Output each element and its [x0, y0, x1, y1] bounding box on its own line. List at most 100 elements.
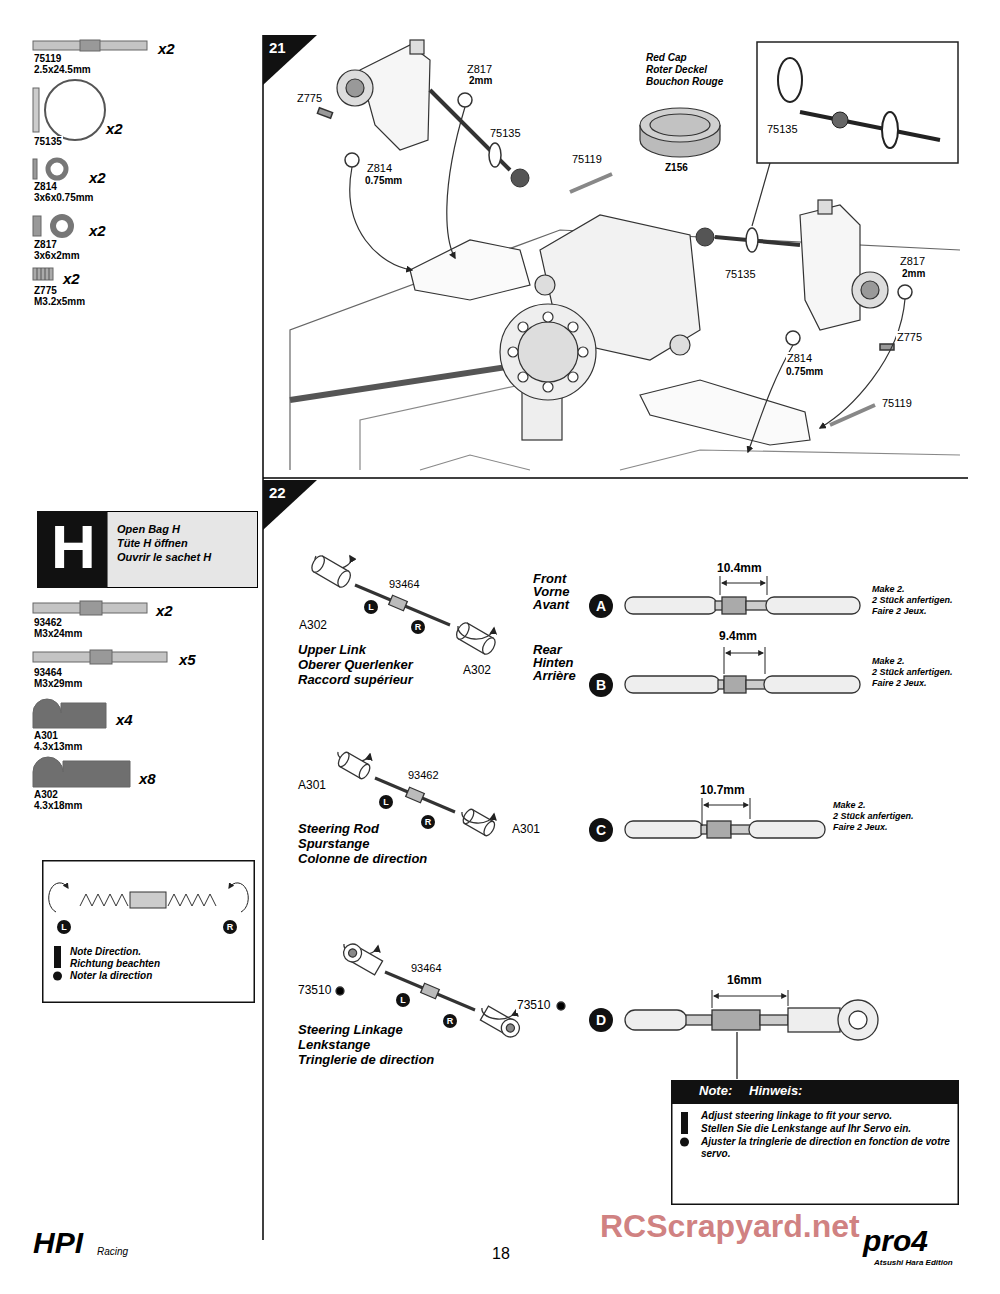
part-label: A302	[462, 664, 492, 678]
step-badge-shape	[263, 35, 317, 85]
exploded-rod	[355, 585, 450, 625]
assembled-rod	[625, 676, 720, 693]
assembled-rod	[749, 821, 825, 838]
exploded-rod	[336, 751, 351, 769]
part-label: 2 Stück anfertigen.	[871, 595, 954, 605]
direction-badge: L	[364, 600, 378, 614]
part-label: x2	[157, 40, 176, 57]
part-label: 0.75mm	[785, 366, 824, 378]
part-label: Bouchon Rouge	[645, 76, 724, 88]
chassis-drawing	[568, 322, 578, 332]
exploded-rod	[335, 569, 353, 590]
callout-letter-shape	[589, 673, 613, 697]
callout-letter: B	[589, 673, 613, 697]
step-badge: 22	[263, 480, 317, 530]
exploded-rod	[336, 987, 344, 995]
node-text: H	[51, 511, 96, 582]
part-label: A301	[511, 823, 541, 837]
direction-badge-shape	[379, 795, 393, 809]
part-label: Roter Deckel	[645, 64, 708, 76]
part-label: x2	[62, 270, 81, 287]
part-label: 93464	[388, 578, 421, 591]
node-text: Note Direction.	[70, 946, 141, 958]
part-label: Make 2.	[832, 800, 867, 810]
note-box-shape	[681, 1112, 688, 1134]
step-badge: 21	[263, 35, 317, 85]
part-icon	[33, 88, 39, 132]
part-label: 9.4mm	[718, 630, 758, 644]
exploded-rod	[454, 621, 498, 657]
chassis-drawing	[500, 304, 596, 400]
part-icon	[33, 216, 41, 236]
drive-shaft	[570, 174, 612, 192]
part-label: x2	[155, 602, 174, 619]
node-text: Stellen Sie die Lenkstange auf Ihr Servo…	[701, 1123, 951, 1135]
leader-line	[447, 107, 465, 258]
direction-badge-shape	[443, 1014, 457, 1028]
assembled-rod	[707, 821, 731, 838]
part-label: 93462	[33, 617, 63, 629]
direction-badge: R	[223, 920, 237, 934]
small-parts	[317, 108, 332, 118]
node-text: A	[589, 594, 613, 618]
part-icon	[90, 650, 112, 664]
assembled-rod	[849, 1011, 867, 1029]
part-icon	[33, 757, 130, 787]
dimension-line	[722, 583, 765, 584]
part-label: Z817	[466, 63, 493, 76]
part-label: 93464	[33, 667, 63, 679]
watermark: RCScrapyard.net	[600, 1208, 860, 1245]
direction-badge-shape	[364, 600, 378, 614]
dimension-line	[702, 798, 750, 826]
part-label: Make 2.	[871, 656, 906, 666]
part-label: Oberer Querlenker	[297, 658, 414, 673]
part-label: Z817	[33, 239, 58, 251]
note-box-shape	[54, 946, 61, 968]
part-label: Arrière	[532, 669, 577, 684]
part-label: Z775	[296, 92, 323, 105]
part-label: 75135	[489, 127, 522, 140]
note-box-shape	[229, 883, 248, 912]
part-icon	[48, 160, 66, 178]
note-box-shape	[80, 894, 128, 906]
part-label: 75119	[571, 153, 603, 166]
red-cap	[640, 108, 720, 157]
red-cap	[650, 114, 710, 136]
part-label: Steering Linkage	[297, 1023, 404, 1038]
exploded-rod	[375, 778, 455, 812]
direction-badge-shape	[223, 920, 237, 934]
exploded-rod	[347, 948, 358, 959]
exploded-rod	[389, 595, 408, 610]
chassis-drawing	[543, 312, 553, 322]
part-label: 18	[491, 1245, 511, 1263]
node-text: Ajuster la tringlerie de direction en fo…	[701, 1136, 951, 1159]
hub-drawing	[346, 79, 364, 97]
part-label: 4.3x13mm	[33, 741, 83, 753]
part-label: 2 Stück anfertigen.	[832, 811, 915, 821]
assembled-rod	[746, 601, 768, 610]
small-parts	[786, 331, 800, 345]
callout-letter: D	[589, 1008, 613, 1032]
part-label: Faire 2 Jeux.	[871, 678, 928, 688]
part-label: Z814	[33, 181, 58, 193]
part-label: 10.7mm	[699, 784, 746, 798]
dimension-line	[720, 576, 767, 595]
node-text: L	[57, 920, 71, 934]
dimension-line	[712, 990, 788, 1008]
exploded-rod	[505, 1023, 516, 1034]
chassis-drawing	[518, 372, 528, 382]
exploded-rod	[462, 812, 494, 823]
part-label: Raccord supérieur	[297, 673, 414, 688]
part-label: Make 2.	[871, 584, 906, 594]
exploded-rod	[557, 1002, 565, 1010]
divider-line	[262, 35, 264, 1240]
chassis-drawing	[508, 312, 588, 392]
exploded-rod	[406, 787, 425, 802]
callout-letter: A	[589, 594, 613, 618]
part-label: A301	[297, 779, 327, 793]
callout-letter: C	[589, 818, 613, 842]
exploded-rod	[340, 941, 365, 966]
drive-shaft	[489, 143, 501, 167]
assembled-rod	[686, 1015, 712, 1025]
dimension-line	[704, 805, 748, 806]
